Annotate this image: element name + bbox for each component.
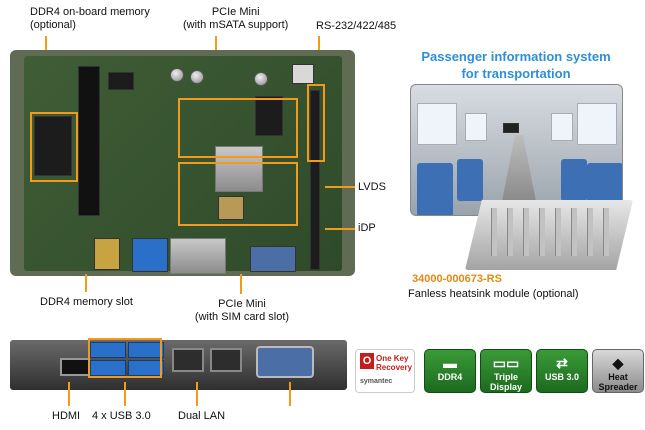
- heat-spreader-icon: ◆: [612, 355, 624, 371]
- train-seat: [417, 163, 453, 215]
- ddr4-slot: [78, 66, 100, 216]
- onboard-memory-chips: [34, 116, 72, 176]
- cpu-chip: [215, 146, 263, 192]
- capacitor: [170, 68, 184, 82]
- lvds-label: LVDS: [358, 181, 386, 193]
- idp-label: iDP: [358, 222, 376, 234]
- usb-port-side: [128, 342, 164, 358]
- usb-icon: ⇄: [556, 355, 568, 371]
- highlight-onboard-memory: [30, 112, 78, 182]
- ddr4-onboard-label: DDR4 on-board memory (optional): [30, 6, 150, 31]
- usb3-badge: ⇄ USB 3.0: [536, 349, 588, 393]
- usb-connector: [108, 72, 134, 90]
- arrow-hdmi: [68, 382, 70, 406]
- hdmi-label: HDMI: [52, 410, 81, 422]
- arrow-lan: [196, 382, 198, 406]
- capacitor: [190, 70, 204, 84]
- train-window: [551, 113, 573, 141]
- train-window: [465, 113, 487, 141]
- memory-module-icon: ▬: [443, 355, 457, 371]
- power-connector: [292, 64, 314, 84]
- board-top-view: [10, 50, 355, 276]
- lan-port-side: [172, 348, 204, 372]
- promo-title: Passenger information system for transpo…: [421, 49, 611, 81]
- train-window: [577, 103, 617, 145]
- pcie-sim-label: PCIe Mini (with SIM card slot): [194, 298, 290, 323]
- train-seat: [561, 159, 587, 201]
- heatsink-caption: Fanless heatsink module (optional): [408, 288, 579, 300]
- usb-port: [132, 238, 168, 272]
- ddr4-slot-label: DDR4 memory slot: [40, 296, 133, 308]
- arrow-lvds: [325, 186, 355, 188]
- hdmi-port-side: [60, 358, 90, 376]
- capacitor: [254, 72, 268, 86]
- highlight-usb-side: [88, 338, 162, 378]
- lan-port-side: [210, 348, 242, 372]
- arrow-usb: [124, 382, 126, 406]
- rs232-label: RS-232/422/485: [316, 20, 397, 32]
- vga-port: [250, 246, 296, 272]
- highlight-pcie-sim: [178, 162, 298, 226]
- train-interior-photo: [410, 84, 623, 216]
- one-key-recovery-badge: O One Key Recovery symantec: [355, 349, 415, 393]
- usb-port-side: [90, 360, 126, 376]
- arrow-pcie-sim: [240, 274, 242, 294]
- heat-spreader-badge: ◆ Heat Spreader: [592, 349, 644, 393]
- info-display: [503, 123, 519, 133]
- vga-port-side: [256, 346, 314, 378]
- highlight-rs232: [307, 84, 325, 162]
- pcie-msata-label: PCIe Mini (with mSATA support): [183, 6, 289, 31]
- arrow-ddr4-slot: [85, 274, 87, 292]
- sim-card-slot: [218, 196, 244, 220]
- usb-port-side: [90, 342, 126, 358]
- triple-monitor-icon: ▭▭: [492, 355, 520, 371]
- train-window: [417, 103, 457, 145]
- lan-port: [170, 238, 226, 274]
- ddr4-badge: ▬ DDR4: [424, 349, 476, 393]
- usb-label: 4 x USB 3.0: [92, 410, 151, 422]
- chipset: [255, 96, 283, 136]
- hdmi-port: [94, 238, 120, 270]
- board-side-view: [10, 340, 347, 390]
- dual-lan-label: Dual LAN: [178, 410, 226, 422]
- triple-display-badge: ▭▭ Triple Display: [480, 349, 532, 393]
- arrow-idp: [325, 228, 355, 230]
- part-number: 34000-000673-RS: [412, 273, 502, 285]
- arrow-vga: [289, 382, 291, 406]
- usb-port-side: [128, 360, 164, 376]
- train-seat: [457, 159, 483, 201]
- highlight-pcie-msata: [178, 98, 298, 158]
- side-header: [310, 90, 320, 270]
- heatsink-module: [465, 200, 633, 270]
